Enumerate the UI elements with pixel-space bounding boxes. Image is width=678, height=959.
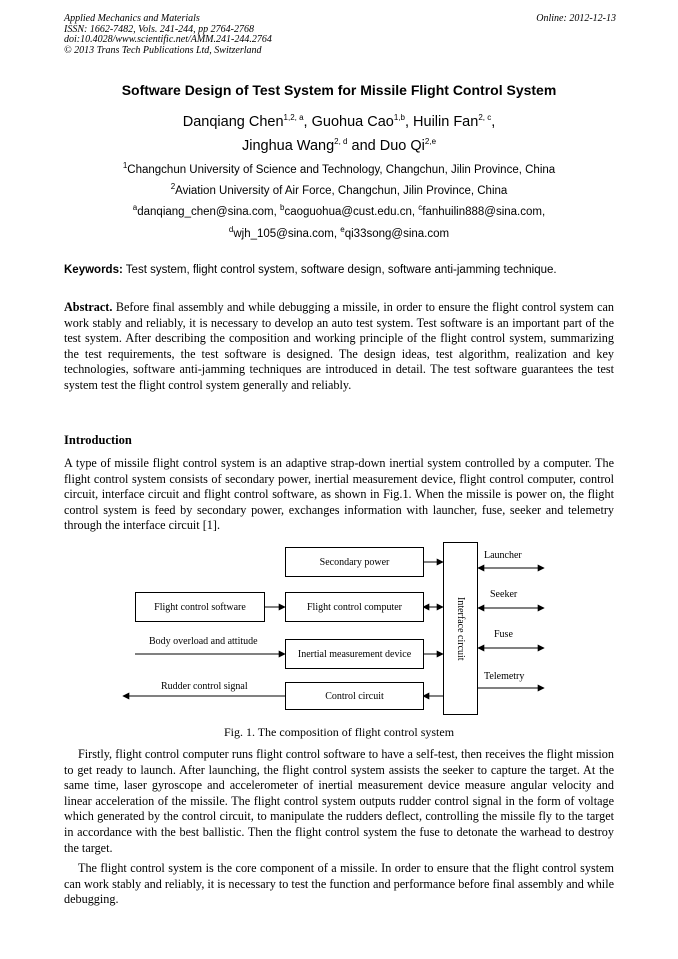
aff-text: Changchun University of Science and Tech… <box>127 164 556 176</box>
authors-and: and <box>351 138 376 154</box>
section-heading: Introduction <box>64 433 132 447</box>
author-sup: 1,b <box>393 113 405 123</box>
journal-header: Applied Mechanics and Materials ISSN: 16… <box>64 13 616 56</box>
affiliation-2: 2Aviation University of Air Force, Chang… <box>0 182 678 197</box>
email-sup: a <box>132 203 138 213</box>
author-name: Guohua Cao <box>311 114 394 130</box>
email: caoguohua@cust.edu.cn, <box>284 206 416 218</box>
aff-text: Aviation University of Air Force, Changc… <box>175 185 508 197</box>
email: wjh_105@sina.com, <box>233 228 338 240</box>
aff-sup: 2 <box>170 182 176 192</box>
author-sup: 2,e <box>424 137 437 147</box>
intro-paragraph-3: The flight control system is the core co… <box>64 861 614 907</box>
keywords: Keywords: Test system, flight control sy… <box>64 264 557 276</box>
intro-paragraph-2: Firstly, flight control computer runs fl… <box>64 747 614 855</box>
imd-box: Inertial measurement device <box>285 639 424 669</box>
affiliation-1: 1Changchun University of Science and Tec… <box>0 161 678 176</box>
secondary-power-box: Secondary power <box>285 547 424 577</box>
doi-line: doi:10.4028/www.scientific.net/AMM.241-2… <box>64 34 272 45</box>
email: fanhuilin888@sina.com, <box>422 206 546 218</box>
author-sup: 1,2, a <box>283 113 304 123</box>
body-overload-label: Body overload and attitude <box>149 636 258 647</box>
figure-caption: Fig. 1. The composition of flight contro… <box>223 725 455 739</box>
email: danqiang_chen@sina.com, <box>137 206 277 218</box>
emails-line-1: adanqiang_chen@sina.com, bcaoguohua@cust… <box>0 203 678 218</box>
email-sup: b <box>280 203 285 213</box>
telemetry-label: Telemetry <box>484 671 525 682</box>
journal-name: Applied Mechanics and Materials <box>64 13 200 24</box>
author-name: Duo Qi <box>379 138 425 154</box>
author-name: Jinghua Wang <box>241 138 335 154</box>
fuse-label: Fuse <box>494 629 513 640</box>
aff-sup: 1 <box>122 161 128 171</box>
email-sup: d <box>228 225 234 235</box>
flight-control-computer-box: Flight control computer <box>285 592 424 622</box>
seeker-label: Seeker <box>490 589 518 600</box>
keywords-label: Keywords: <box>64 264 123 276</box>
online-date: Online: 2012-12-13 <box>536 13 616 24</box>
keywords-text: Test system, flight control system, soft… <box>125 264 557 276</box>
interface-circuit-box: Interface circuit <box>443 542 478 715</box>
paper-title: Software Design of Test System for Missi… <box>121 82 557 98</box>
interface-circuit-label: Interface circuit <box>455 596 466 661</box>
abstract-text: Before final assembly and while debuggin… <box>64 300 615 392</box>
email-sup: c <box>418 203 423 213</box>
copyright-line: © 2013 Trans Tech Publications Ltd, Swit… <box>64 44 262 56</box>
author-sup: 2, d <box>334 137 348 147</box>
author-name: Danqiang Chen <box>182 114 284 130</box>
launcher-label: Launcher <box>484 550 522 561</box>
flight-control-software-box: Flight control software <box>135 592 265 622</box>
emails-line-2: dwjh_105@sina.com, eqi33song@sina.com <box>0 225 678 240</box>
intro-paragraph-1: A type of missile flight control system … <box>64 456 614 533</box>
email: qi33song@sina.com <box>344 228 450 240</box>
author-sup: 2, c <box>478 113 492 123</box>
abstract-label: Abstract. <box>64 300 113 314</box>
authors-line-1: Danqiang Chen1,2, a, Guohua Cao1,b, Huil… <box>182 113 496 130</box>
email-sup: e <box>340 225 345 235</box>
rudder-signal-label: Rudder control signal <box>161 681 248 692</box>
issn-line: ISSN: 1662-7482, Vols. 241-244, pp 2764-… <box>64 23 254 35</box>
author-name: Huilin Fan <box>413 114 479 130</box>
authors-line-2: Jinghua Wang2, d and Duo Qi2,e <box>0 138 678 154</box>
figure-1: Secondary power Flight control software … <box>0 540 678 720</box>
abstract: Abstract. Before final assembly and whil… <box>64 300 614 394</box>
figure-connectors <box>122 558 545 700</box>
control-circuit-box: Control circuit <box>285 682 424 710</box>
